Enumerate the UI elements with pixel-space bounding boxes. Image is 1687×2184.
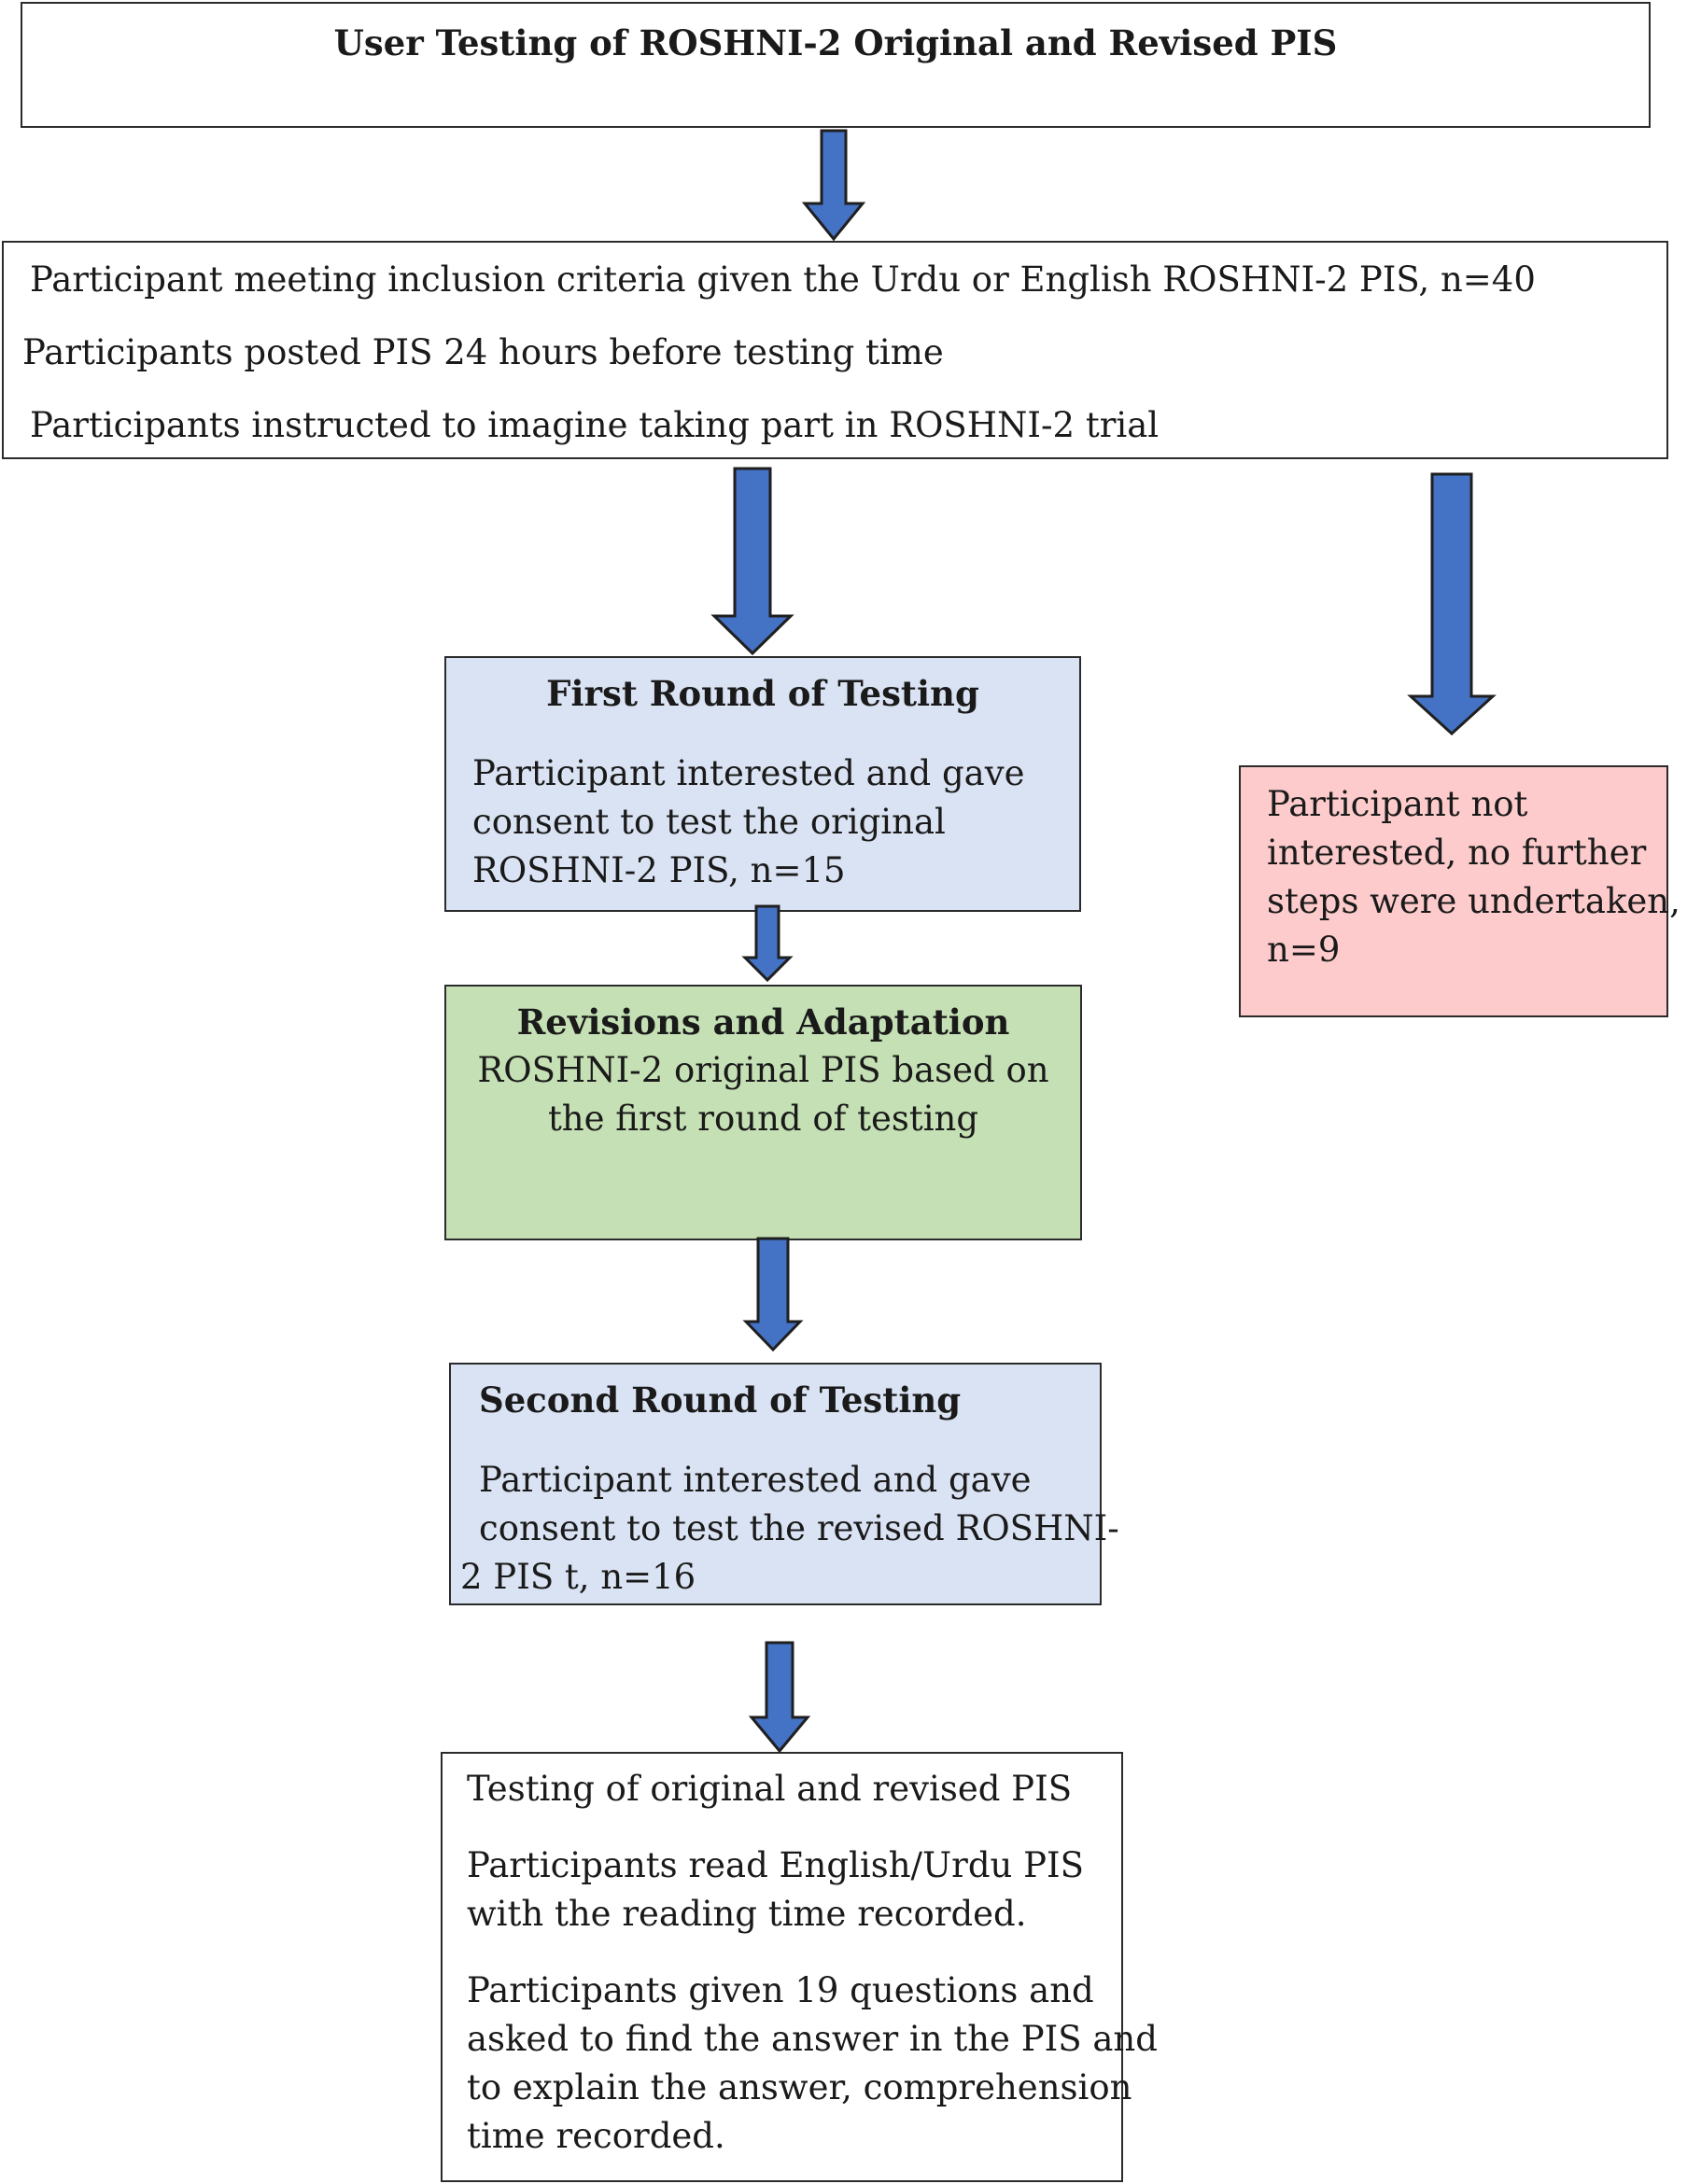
arrow-title-to-inclusion — [801, 129, 866, 242]
second-round-line-3: 2 PIS t, n=16 — [460, 1557, 696, 1597]
inclusion-line-1: Participant meeting inclusion criteria g… — [30, 259, 1536, 300]
revisions-line-1: ROSHNI-2 original PIS based on — [477, 1050, 1049, 1090]
first-round-box: First Round of Testing Participant inter… — [444, 656, 1081, 912]
testing-line-1: Testing of original and revised PIS — [467, 1769, 1073, 1809]
first-round-line-1: Participant interested and gave — [472, 753, 1025, 793]
inclusion-line-3: Participants instructed to imagine takin… — [30, 405, 1160, 445]
arrow-inclusion-to-first-round — [710, 467, 794, 656]
testing-para2-line-1: Participants read English/Urdu PIS — [467, 1845, 1084, 1885]
not-interested-box: Participant not interested, no further s… — [1239, 765, 1680, 1017]
testing-para2-line-2: with the reading time recorded. — [467, 1894, 1027, 1934]
first-round-line-3: ROSHNI-2 PIS, n=15 — [472, 850, 846, 890]
not-interested-line-2: interested, no further — [1267, 833, 1647, 873]
testing-para3-line-2: asked to find the answer in the PIS and — [467, 2019, 1158, 2059]
revisions-heading: Revisions and Adaptation — [516, 1001, 1010, 1043]
second-round-line-2: consent to test the revised ROSHNI- — [479, 1508, 1119, 1548]
second-round-line-1: Participant interested and gave — [479, 1460, 1032, 1500]
revisions-box: Revisions and Adaptation ROSHNI-2 origin… — [444, 985, 1082, 1240]
first-round-heading: First Round of Testing — [546, 673, 979, 714]
first-round-line-2: consent to test the original — [472, 802, 946, 842]
arrow-revisions-to-second — [742, 1237, 804, 1352]
not-interested-line-3: steps were undertaken, — [1267, 881, 1680, 921]
second-round-box: Second Round of Testing Participant inte… — [449, 1363, 1119, 1605]
arrow-first-to-revisions — [741, 904, 794, 983]
diagram-title: User Testing of ROSHNI-2 Original and Re… — [333, 22, 1338, 63]
title-box: User Testing of ROSHNI-2 Original and Re… — [21, 2, 1651, 128]
testing-para3-line-4: time recorded. — [467, 2116, 725, 2156]
not-interested-line-1: Participant not — [1267, 784, 1528, 824]
testing-box: Testing of original and revised PIS Part… — [441, 1752, 1158, 2182]
testing-para3-line-1: Participants given 19 questions and — [467, 1970, 1094, 2010]
inclusion-box: Participant meeting inclusion criteria g… — [2, 241, 1668, 459]
arrow-second-to-testing — [748, 1641, 811, 1754]
inclusion-line-2: Participants posted PIS 24 hours before … — [22, 332, 944, 372]
testing-para3-line-3: to explain the answer, comprehension — [467, 2067, 1132, 2107]
not-interested-line-4: n=9 — [1267, 930, 1341, 970]
revisions-line-2: the first round of testing — [547, 1099, 979, 1139]
second-round-heading: Second Round of Testing — [479, 1379, 962, 1421]
arrow-inclusion-to-not-interested — [1407, 472, 1497, 736]
